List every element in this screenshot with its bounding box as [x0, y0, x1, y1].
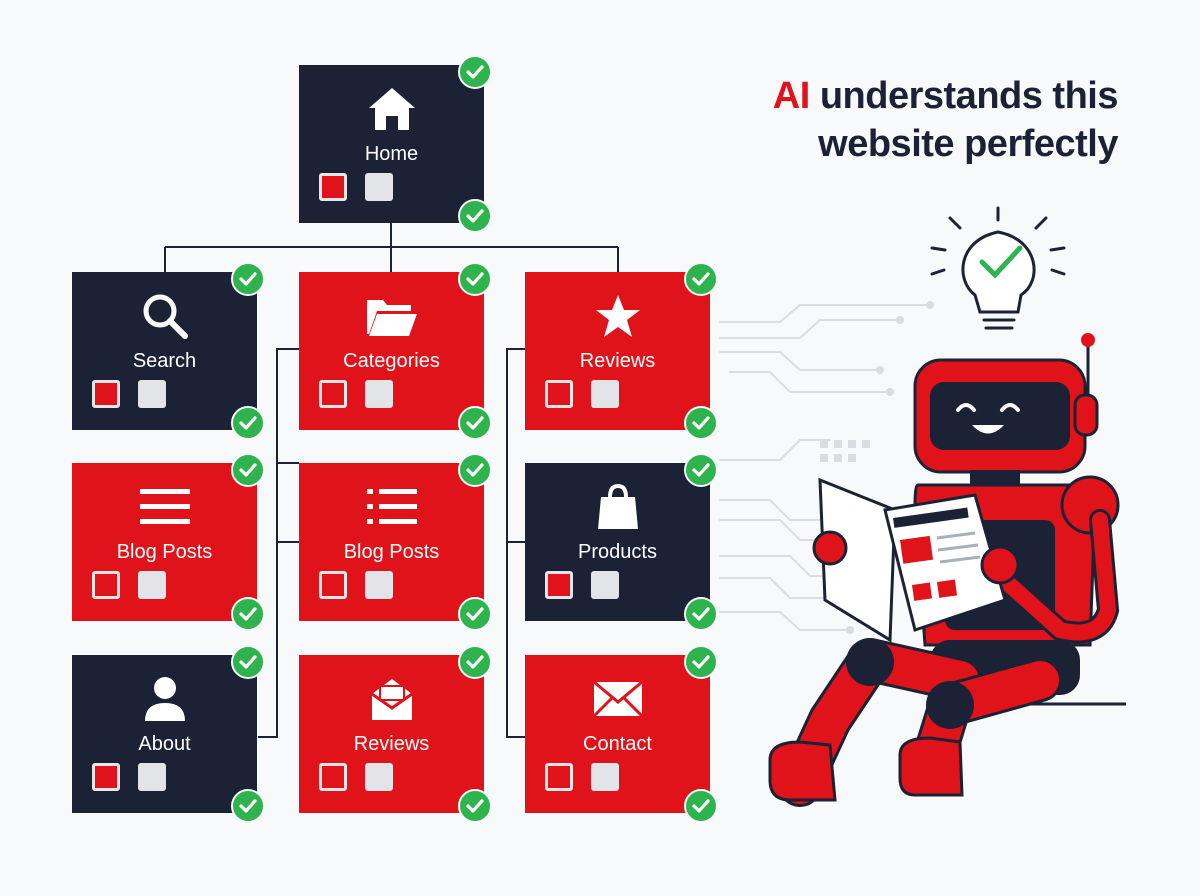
- headline-accent: AI: [772, 75, 811, 117]
- card-checkbox-secondary: [591, 763, 619, 791]
- check-circle-icon: [684, 645, 718, 679]
- card-checkbox-primary: [92, 571, 120, 599]
- card-label: About: [138, 733, 191, 755]
- page-card-about[interactable]: About: [72, 645, 265, 823]
- page-card-reviews[interactable]: Reviews: [525, 262, 718, 440]
- check-circle-icon: [458, 789, 492, 823]
- page-card-products[interactable]: Products: [525, 453, 718, 631]
- check-circle-icon: [231, 453, 265, 487]
- card-label: Home: [364, 143, 419, 165]
- card-label: Categories: [343, 350, 440, 372]
- lightbulb-icon: [930, 206, 1066, 330]
- search-icon: [72, 290, 257, 342]
- check-circle-icon: [458, 453, 492, 487]
- card-checkbox-primary: [319, 173, 347, 201]
- card-checkbox-primary: [545, 571, 573, 599]
- check-circle-icon: [231, 262, 265, 296]
- card-checkbox-secondary: [138, 380, 166, 408]
- check-circle-icon: [458, 262, 492, 296]
- list-icon: [299, 481, 484, 533]
- page-card-categories[interactable]: Categories: [299, 262, 492, 440]
- page-card-blog-posts[interactable]: Blog Posts: [299, 453, 492, 631]
- check-circle-icon: [231, 597, 265, 631]
- headline: AI understands this website perfectly: [772, 72, 1119, 168]
- card-label: Blog Posts: [116, 541, 213, 563]
- card-checkbox-primary: [92, 380, 120, 408]
- card-checkbox-secondary: [365, 380, 393, 408]
- card-checkbox-primary: [545, 763, 573, 791]
- card-checkbox-secondary: [591, 380, 619, 408]
- check-circle-icon: [231, 789, 265, 823]
- shopping-bag-icon: [525, 481, 710, 533]
- headline-line1: understands this: [809, 75, 1119, 117]
- check-circle-icon: [684, 406, 718, 440]
- card-label: Search: [132, 350, 197, 372]
- card-checkbox-primary: [545, 380, 573, 408]
- envelope-icon: [525, 673, 710, 725]
- card-checkbox-secondary: [365, 173, 393, 201]
- page-card-home[interactable]: Home: [299, 55, 492, 233]
- card-checkbox-primary: [319, 380, 347, 408]
- lightbulb-check-icon: [979, 245, 1023, 279]
- check-circle-icon: [684, 597, 718, 631]
- check-circle-icon: [684, 789, 718, 823]
- home-icon: [299, 83, 484, 135]
- check-circle-icon: [458, 645, 492, 679]
- lines-icon: [72, 481, 257, 533]
- card-checkbox-primary: [92, 763, 120, 791]
- check-circle-icon: [684, 262, 718, 296]
- card-label: Products: [578, 541, 657, 563]
- card-checkbox-secondary: [365, 571, 393, 599]
- page-card-search[interactable]: Search: [72, 262, 265, 440]
- card-label: Reviews: [353, 733, 430, 755]
- card-checkbox-secondary: [138, 571, 166, 599]
- open-envelope-icon: [299, 673, 484, 725]
- check-circle-icon: [231, 645, 265, 679]
- card-checkbox-secondary: [138, 763, 166, 791]
- check-circle-icon: [231, 406, 265, 440]
- newspaper-icon: [818, 477, 1007, 643]
- folder-icon: [299, 290, 484, 342]
- card-label: Contact: [583, 733, 652, 755]
- star-icon: [525, 290, 710, 342]
- check-circle-icon: [684, 453, 718, 487]
- card-checkbox-secondary: [591, 571, 619, 599]
- headline-line2: website perfectly: [818, 123, 1118, 165]
- card-label: Blog Posts: [343, 541, 440, 563]
- card-checkbox-primary: [319, 763, 347, 791]
- check-circle-icon: [458, 406, 492, 440]
- check-circle-icon: [458, 597, 492, 631]
- page-card-blog-posts[interactable]: Blog Posts: [72, 453, 265, 631]
- card-checkbox-secondary: [365, 763, 393, 791]
- card-checkbox-primary: [319, 571, 347, 599]
- page-card-reviews[interactable]: Reviews: [299, 645, 492, 823]
- check-circle-icon: [458, 55, 492, 89]
- page-card-contact[interactable]: Contact: [525, 645, 718, 823]
- card-label: Reviews: [579, 350, 656, 372]
- check-circle-icon: [458, 199, 492, 233]
- user-icon: [72, 673, 257, 725]
